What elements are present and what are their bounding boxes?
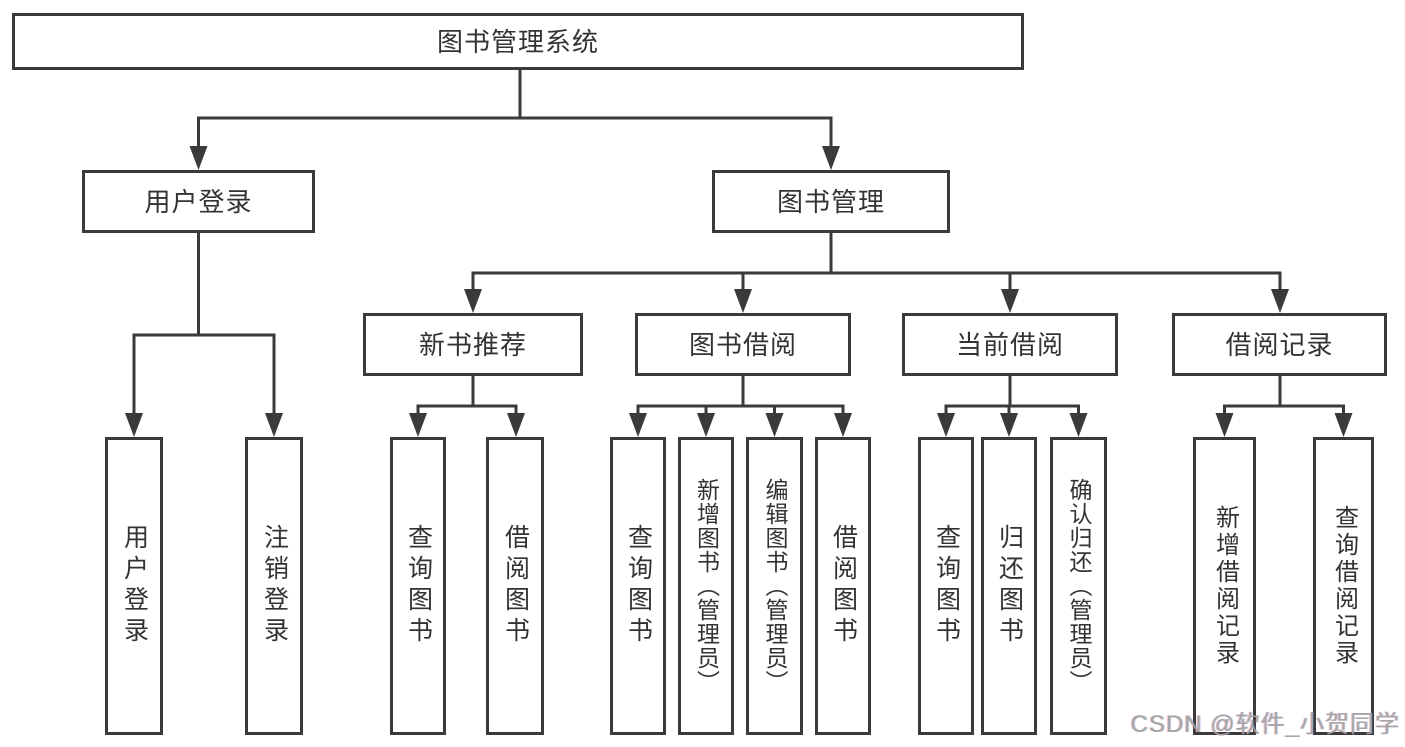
- leaf-user-login-label: 用户登录: [120, 524, 149, 648]
- leaf-borrow-books-2: 借阅图书: [815, 437, 871, 735]
- leaf-query-books-1-label: 查询图书: [404, 524, 433, 648]
- node-current-borrowing-label: 当前借阅: [955, 329, 1064, 360]
- leaf-user-login: 用户登录: [105, 437, 163, 735]
- arrowheads: [125, 146, 1353, 437]
- leaf-query-borrow-record-label: 查询借阅记录: [1330, 505, 1358, 667]
- leaf-query-books-2-label: 查询图书: [624, 524, 653, 648]
- leaf-borrow-books-1-label: 借阅图书: [501, 524, 530, 648]
- leaf-borrow-books-1: 借阅图书: [486, 437, 544, 735]
- node-root: 图书管理系统: [12, 13, 1024, 70]
- leaf-query-books-1: 查询图书: [390, 437, 446, 735]
- leaf-confirm-return-admin: 确认归还（管理员）: [1050, 437, 1107, 735]
- csdn-watermark: CSDN @软件_小贺同学: [1130, 711, 1400, 738]
- leaf-logout: 注销登录: [245, 437, 303, 735]
- leaf-add-borrow-record: 新增借阅记录: [1193, 437, 1256, 735]
- leaf-return-books: 归还图书: [981, 437, 1037, 735]
- node-new-book-recommend-label: 新书推荐: [418, 329, 527, 360]
- leaf-query-borrow-record: 查询借阅记录: [1313, 437, 1374, 735]
- leaf-add-books-admin: 新增图书（管理员）: [678, 437, 734, 735]
- node-borrowing-records-label: 借阅记录: [1225, 329, 1334, 360]
- node-book-borrowing-label: 图书借阅: [688, 329, 797, 360]
- leaf-borrow-books-2-label: 借阅图书: [829, 524, 858, 648]
- node-current-borrowing: 当前借阅: [902, 313, 1118, 376]
- node-user-login: 用户登录: [82, 170, 315, 233]
- leaf-add-borrow-record-label: 新增借阅记录: [1211, 505, 1239, 667]
- leaf-edit-books-admin: 编辑图书（管理员）: [746, 437, 803, 735]
- leaf-return-books-label: 归还图书: [995, 524, 1024, 648]
- leaf-query-books-3-label: 查询图书: [932, 524, 961, 648]
- node-borrowing-records: 借阅记录: [1172, 313, 1387, 376]
- node-book-management: 图书管理: [712, 170, 950, 233]
- leaf-query-books-3: 查询图书: [918, 437, 974, 735]
- node-book-borrowing: 图书借阅: [635, 313, 851, 376]
- node-root-label: 图书管理系统: [436, 26, 599, 57]
- node-user-login-label: 用户登录: [144, 186, 253, 217]
- leaf-edit-books-admin-label: 编辑图书（管理员）: [762, 478, 788, 694]
- node-book-management-label: 图书管理: [776, 186, 885, 217]
- leaf-confirm-return-admin-label: 确认归还（管理员）: [1066, 478, 1092, 694]
- leaf-logout-label: 注销登录: [260, 524, 289, 648]
- node-new-book-recommend: 新书推荐: [363, 313, 583, 376]
- leaf-query-books-2: 查询图书: [610, 437, 666, 735]
- leaf-add-books-admin-label: 新增图书（管理员）: [693, 478, 720, 694]
